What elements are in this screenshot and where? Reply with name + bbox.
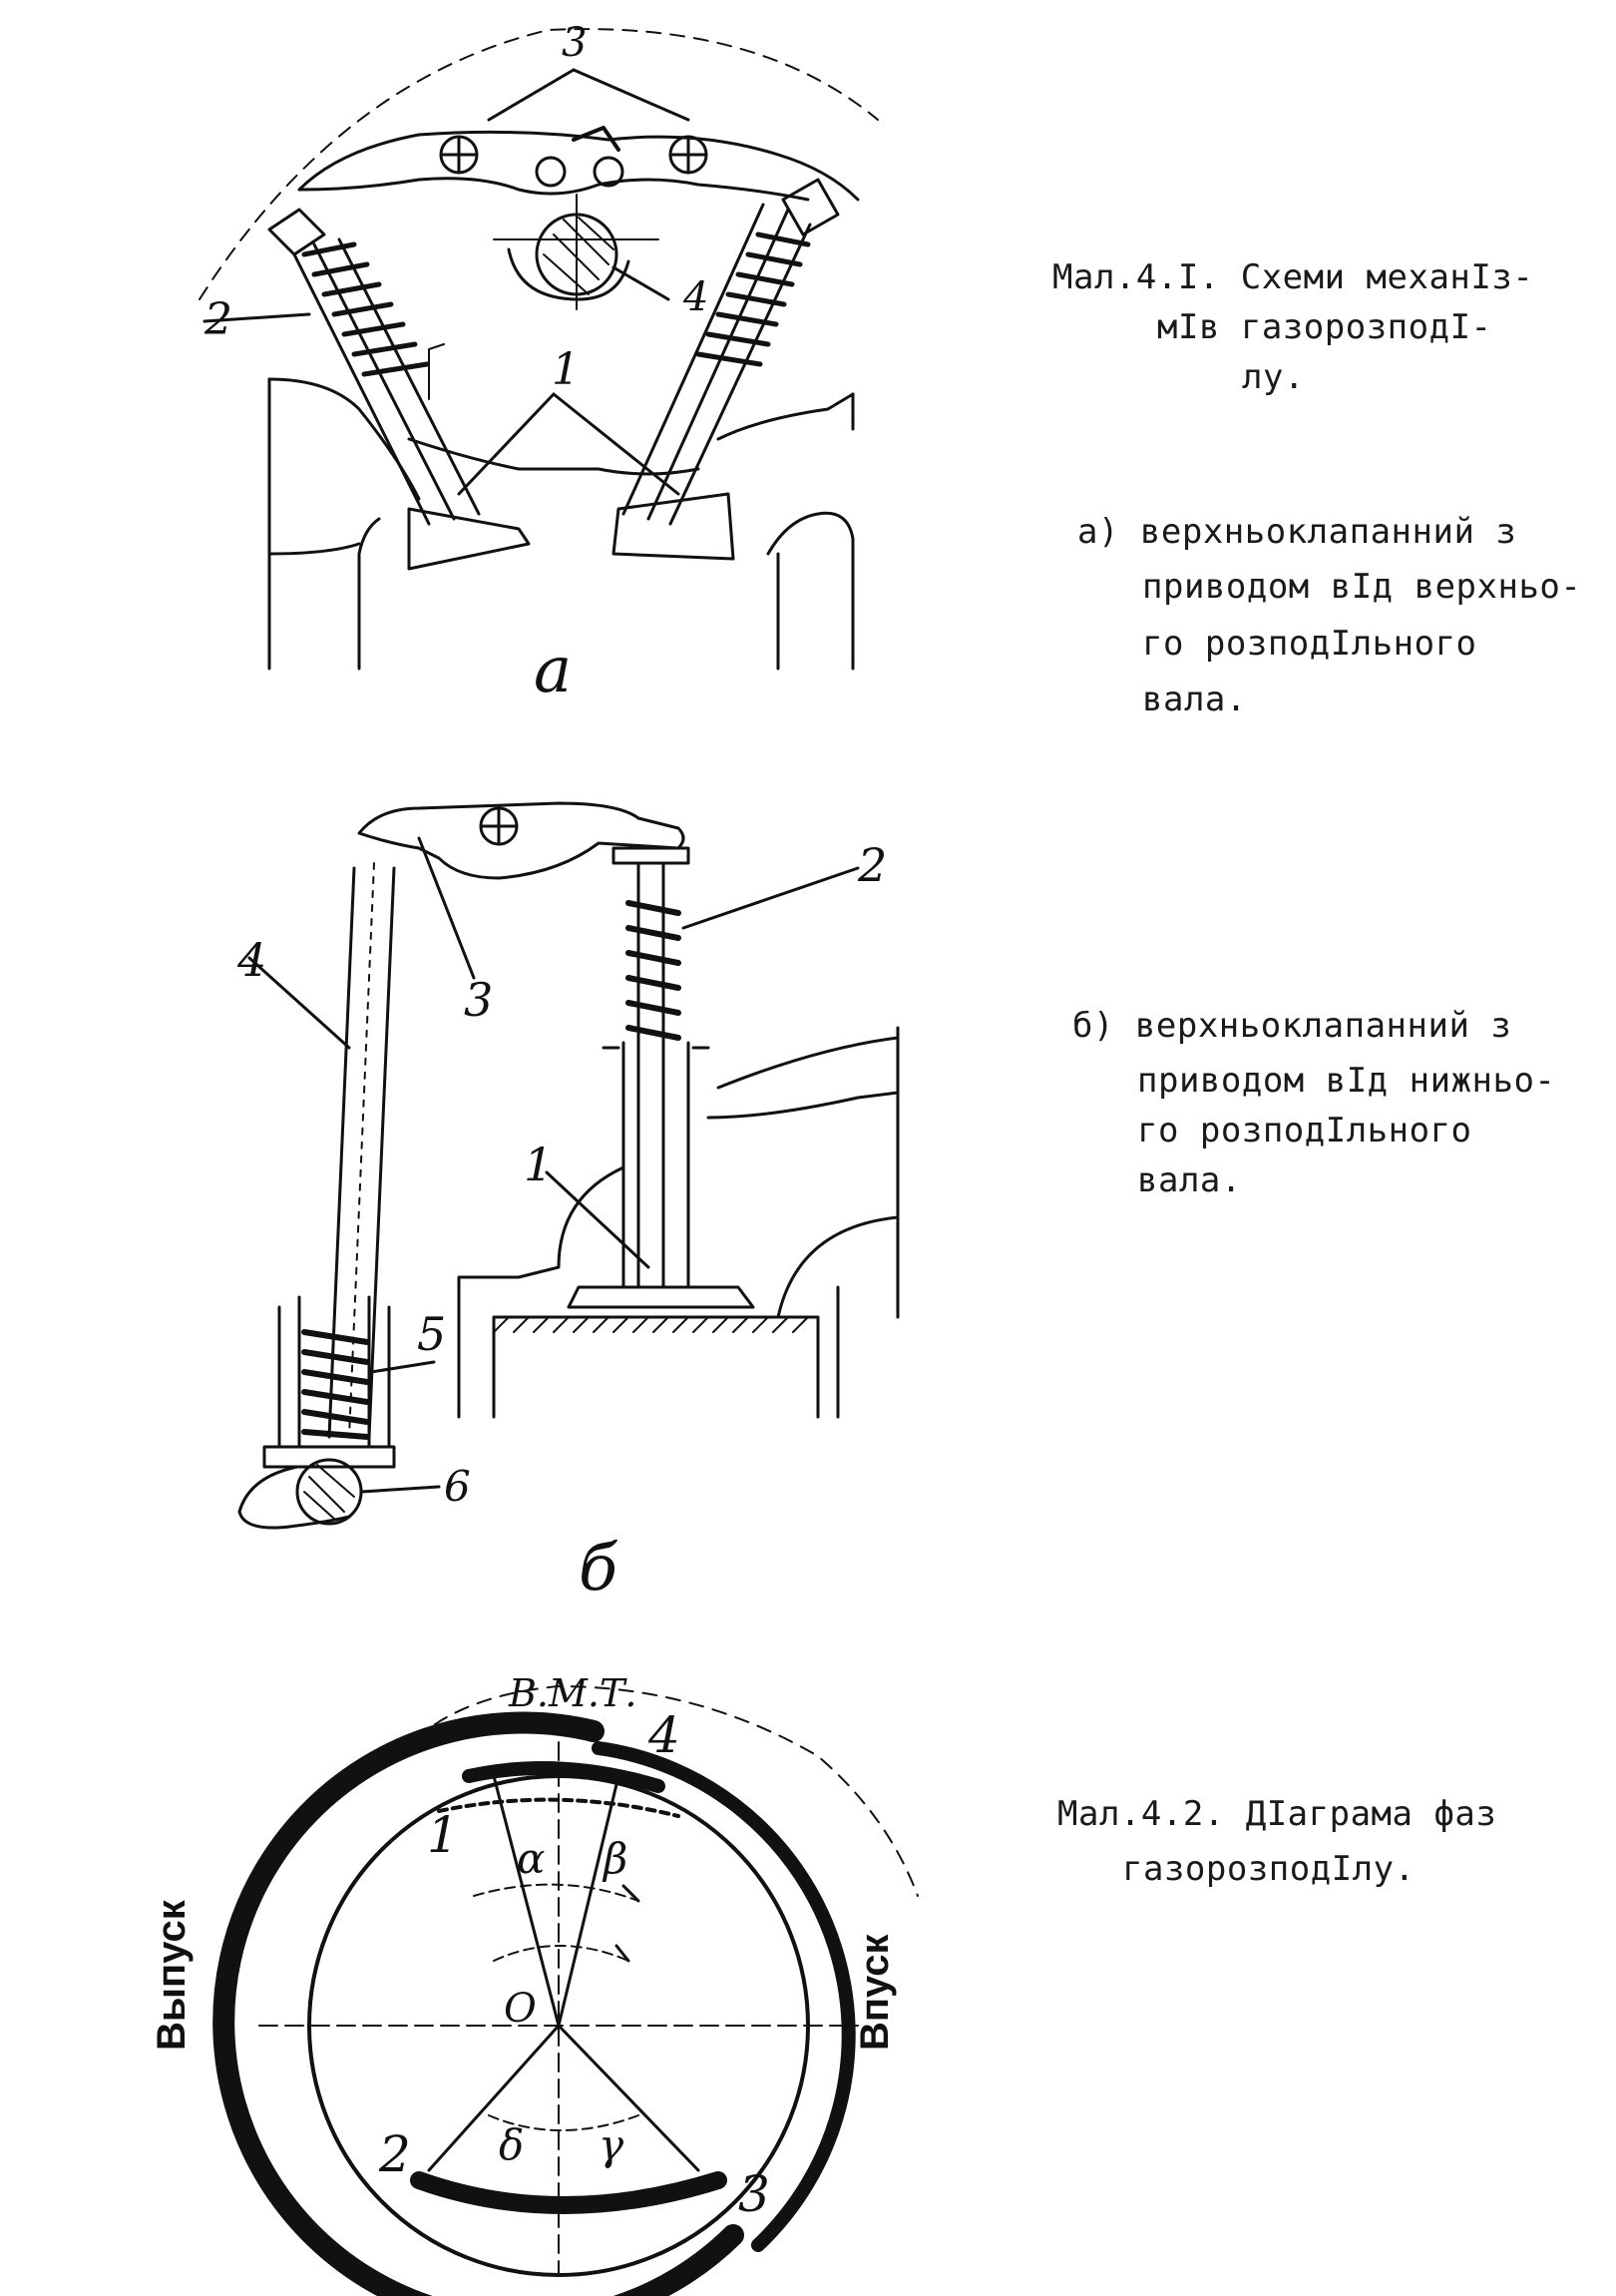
fig-a-caption: а (534, 634, 573, 707)
figure-b-drawing (237, 801, 900, 1530)
fig-c-label-2: 2 (379, 2125, 411, 2183)
fig-c-gamma: γ (599, 2120, 624, 2169)
fig-b-label-5: 5 (417, 1307, 447, 1361)
fig-b-label-6: 6 (444, 1462, 471, 1511)
fig-c-label-4: 4 (648, 1706, 680, 1764)
caption-b-line1: б) верхньоклапанний з (1072, 1006, 1512, 1046)
fig-c-intake-label: Впуск (853, 1934, 897, 2051)
fig-a-label-1: 1 (552, 344, 580, 395)
caption-a-line4: вала. (1142, 680, 1247, 719)
fig-c-delta: δ (499, 2120, 525, 2169)
figure-a-drawing (199, 28, 879, 671)
fig-c-tdc-label: В.М.Т. (509, 1671, 637, 1715)
fig-b-label-3: 3 (464, 973, 494, 1027)
fig-c-beta: β (604, 1834, 628, 1883)
fig-a-label-4: 4 (683, 274, 709, 320)
fig-c-label-1: 1 (427, 1806, 459, 1864)
caption-b-line2: приводом вIд нижньо- (1137, 1061, 1556, 1101)
fig-b-label-2: 2 (858, 838, 888, 892)
fig-a-label-3: 3 (562, 20, 588, 66)
fig-b-label-1: 1 (524, 1138, 554, 1191)
fig42-title-line1: Мал.4.2. ДIаграма фаз (1057, 1794, 1497, 1834)
fig-c-exhaust-label: Выпуск (150, 1900, 194, 2051)
caption-b-line3: го розподIльного (1137, 1111, 1472, 1150)
fig-c-alpha: α (517, 1834, 546, 1883)
fig-b-caption: б (579, 1532, 618, 1606)
fig42-title-line2: газорозподIлу. (1122, 1849, 1415, 1889)
fig-c-center: О (504, 1986, 537, 2032)
caption-a-line1: а) верхньоклапанний з (1077, 512, 1517, 552)
caption-a-line3: го розподIльного (1142, 624, 1477, 664)
caption-b-line4: вала. (1137, 1160, 1242, 1200)
fig-a-label-2: 2 (204, 294, 232, 345)
fig41-title-line2: мIв газорозподI- (1157, 307, 1492, 347)
fig41-title-line1: Мал.4.I. Схеми механIз- (1052, 257, 1534, 297)
caption-a-line2: приводом вIд верхньо- (1142, 567, 1582, 607)
fig-c-label-3: 3 (738, 2165, 770, 2223)
fig41-title-line3: лу. (1242, 357, 1305, 397)
figure-c-drawing (212, 1685, 919, 2296)
fig-b-label-4: 4 (237, 933, 267, 987)
